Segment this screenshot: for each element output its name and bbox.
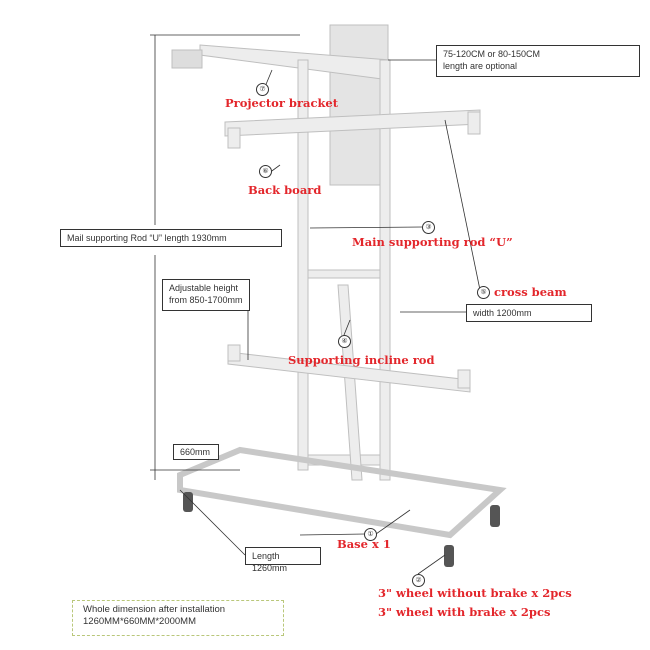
part-number-6: ⑥	[259, 165, 272, 178]
main-rod-left	[297, 59, 309, 471]
part-number-1: ①	[364, 528, 377, 541]
callout-text: length are optional	[443, 61, 518, 71]
back-board	[329, 24, 389, 186]
leader-lines	[150, 34, 481, 575]
whole-dimension-callout: Whole dimension after installation 1260M…	[72, 600, 284, 636]
wheels	[183, 492, 500, 567]
width-callout: width 1200mm	[466, 304, 592, 322]
label-base: Base x 1	[337, 537, 391, 551]
callout-text: Whole dimension after installation	[83, 604, 226, 615]
part-number-2: ②	[412, 574, 425, 587]
part-number-5: ⑤	[477, 286, 490, 299]
length-optional-callout: 75-120CM or 80-150CM length are optional	[436, 45, 640, 77]
base-frame	[177, 446, 507, 539]
length-callout: Length 1260mm	[245, 547, 321, 573]
adjustable-height-callout: Adjustable height from 850-1700mm	[162, 279, 250, 311]
label-cross-beam: cross beam	[494, 285, 567, 299]
callout-text: 1260MM*660MM*2000MM	[83, 616, 196, 627]
label-back-board: Back board	[248, 183, 322, 197]
depth-callout: 660mm	[173, 444, 219, 460]
label-main-supporting-rod: Main supporting rod “U”	[352, 235, 513, 249]
rod-length-callout: Mail supporting Rod “U” length 1930mm	[60, 229, 282, 247]
projector-mount	[171, 49, 203, 69]
part-number-7: ⑦	[256, 83, 269, 96]
part-number-4: ④	[338, 335, 351, 348]
label-wheel-without-brake: 3" wheel without brake x 2pcs	[378, 586, 572, 600]
label-projector-bracket: Projector bracket	[225, 96, 339, 110]
part-number-3: ③	[422, 221, 435, 234]
label-wheel-with-brake: 3" wheel with brake x 2pcs	[378, 605, 551, 619]
main-rod-crossbar	[307, 269, 381, 279]
label-supporting-incline-rod: Supporting incline rod	[288, 353, 435, 367]
incline-rod	[337, 284, 363, 481]
callout-text: from 850-1700mm	[169, 295, 243, 305]
callout-text: 75-120CM or 80-150CM	[443, 49, 541, 59]
callout-text: Adjustable height	[169, 283, 239, 293]
